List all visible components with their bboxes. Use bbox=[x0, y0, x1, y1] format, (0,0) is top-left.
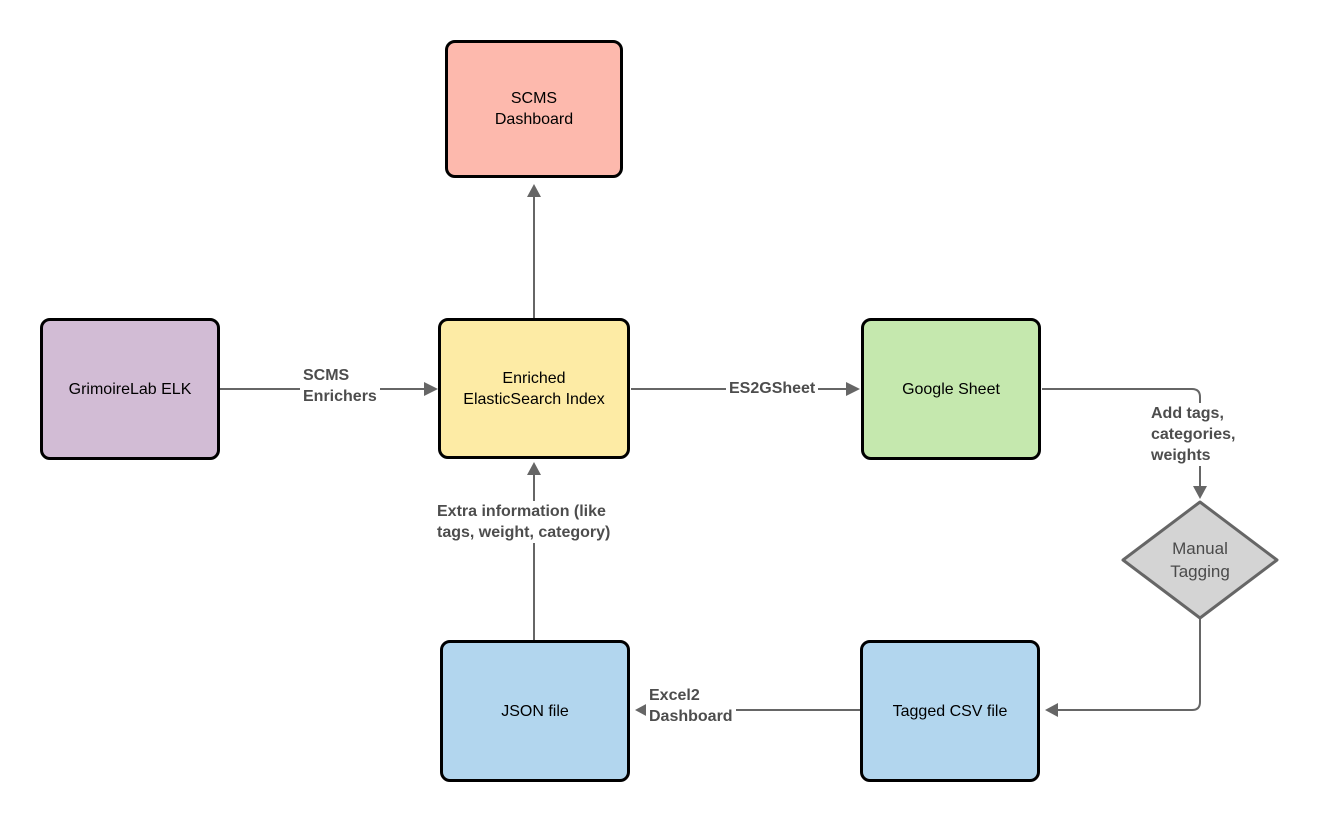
node-grimoirelab-elk-label: GrimoireLab ELK bbox=[68, 380, 192, 398]
node-tagged-csv-file-label: Tagged CSV file bbox=[892, 702, 1008, 720]
edge-label-add-tags-categories-weights: Add tags, categories, weights bbox=[1148, 403, 1239, 466]
arrowhead-right-into-index bbox=[424, 382, 438, 396]
node-enriched-elasticsearch-index: Enriched ElasticSearch Index bbox=[438, 318, 630, 459]
connector-tagging-to-csv bbox=[1058, 619, 1201, 711]
node-manual-tagging-shape bbox=[1121, 500, 1279, 620]
arrowhead-up-into-dashboard bbox=[527, 184, 541, 197]
arrowhead-right-into-sheet bbox=[846, 382, 860, 396]
edge-label-es2gsheet: ES2GSheet bbox=[726, 378, 819, 399]
edge-label-excel2-dashboard: Excel2 Dashboard bbox=[646, 685, 736, 727]
node-scms-dashboard: SCMS Dashboard bbox=[445, 40, 623, 178]
arrowhead-left-into-csv bbox=[1045, 703, 1058, 717]
arrowhead-left-into-json bbox=[635, 703, 648, 717]
node-manual-tagging-label: Manual Tagging bbox=[1170, 539, 1230, 581]
node-json-file: JSON file bbox=[440, 640, 630, 782]
node-grimoirelab-elk: GrimoireLab ELK bbox=[40, 318, 220, 460]
connector-sheet-to-tagging bbox=[1042, 388, 1201, 486]
edge-label-extra-information: Extra information (like tags, weight, ca… bbox=[434, 501, 614, 543]
edge-label-scms-enrichers: SCMS Enrichers bbox=[300, 365, 380, 407]
node-enriched-elasticsearch-index-label: Enriched ElasticSearch Index bbox=[463, 369, 605, 408]
node-google-sheet: Google Sheet bbox=[861, 318, 1041, 460]
node-tagged-csv-file: Tagged CSV file bbox=[860, 640, 1040, 782]
node-google-sheet-label: Google Sheet bbox=[902, 380, 1000, 398]
arrowhead-up-into-index bbox=[527, 462, 541, 475]
node-json-file-label: JSON file bbox=[501, 702, 569, 720]
arrowhead-down-into-tagging bbox=[1193, 486, 1207, 499]
node-scms-dashboard-label: SCMS Dashboard bbox=[494, 90, 574, 128]
